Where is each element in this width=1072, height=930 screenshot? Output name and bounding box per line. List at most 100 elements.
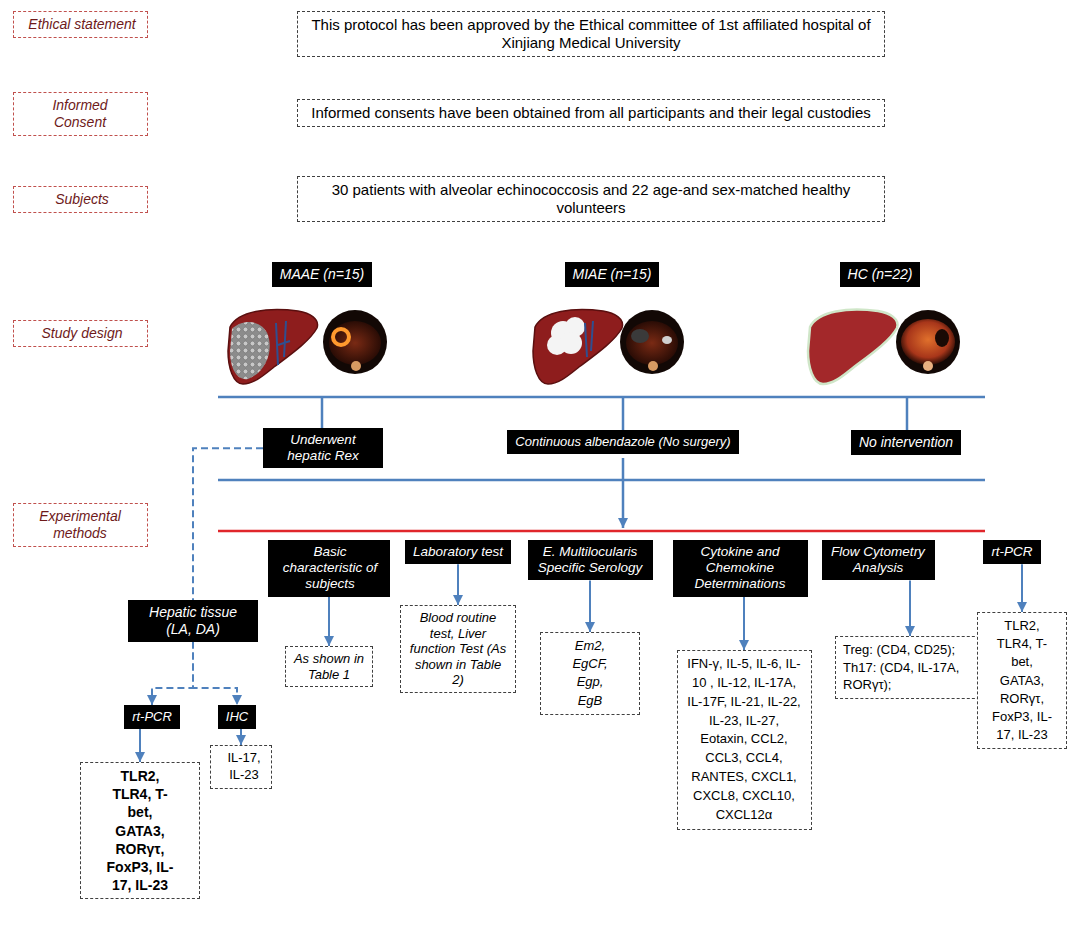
intervention-box: Continuous albendazole (No surgery) [507, 430, 738, 454]
method-box: E. Multilocularis Specific Serology [528, 540, 653, 580]
group-line [218, 396, 985, 399]
connector [589, 580, 591, 632]
scan-lesion [333, 329, 349, 345]
connector [328, 597, 330, 646]
detail-box: IFN-γ, IL-5, IL-6, IL-10 , IL-12, IL-17A… [677, 650, 812, 830]
node-text: IL-17, IL-23 [218, 750, 270, 784]
lesion [230, 322, 270, 379]
assay-box: IHC [218, 705, 256, 729]
scan-body [901, 319, 955, 365]
node-text: Informed consents have been obtained fro… [305, 104, 877, 122]
method-arrow [622, 458, 625, 528]
drop-line [622, 397, 625, 430]
intervention-box: No intervention [851, 430, 961, 455]
statement-box: This protocol has been approved by the E… [297, 11, 885, 57]
node-text: Em2, EgCF, Egp, EgB [565, 637, 615, 710]
node-text: Informed Consent [40, 97, 120, 131]
connector [909, 580, 911, 636]
scan-lesion [631, 329, 649, 343]
section-label: Subjects [13, 186, 148, 213]
node-text: TLR2, TLR4, T-bet, GATA3, RORγτ, FoxP3, … [105, 767, 175, 894]
intervention-box: Underwent hepatic Rex [263, 428, 383, 468]
lesion [547, 317, 585, 355]
node-text: E. Multilocularis Specific Serology [536, 544, 645, 576]
scan-spine [923, 361, 933, 371]
liver-miae [533, 310, 623, 384]
scan-disc [896, 310, 960, 374]
node-text: Basic characteristic of subjects [276, 544, 384, 593]
method-box: Cytokine and Chemokine Determinations [673, 540, 808, 597]
node-text: Hepatic tissue (LA, DA) [136, 604, 250, 638]
node-text: TLR2, TLR4, T-bet, GATA3, RORγτ, FoxP3, … [991, 617, 1053, 744]
scan-body [329, 321, 381, 365]
group-line [218, 479, 985, 482]
node-text: IHC [226, 709, 248, 725]
node-text: No intervention [859, 434, 953, 451]
sample-box: Hepatic tissue (LA, DA) [128, 600, 258, 642]
detail-box: As shown in Table 1 [285, 646, 373, 687]
liver-maae [228, 310, 318, 384]
node-text: IFN-γ, IL-5, IL-6, IL-10 , IL-12, IL-17A… [685, 655, 804, 825]
vessel [276, 321, 290, 365]
node-text: Continuous albendazole (No surgery) [515, 434, 730, 450]
scan-hc [896, 310, 960, 374]
detail-box: Blood routine test, Liver function Test … [400, 605, 516, 693]
scan-maae [323, 310, 387, 374]
liver-shape [533, 310, 623, 384]
section-label: Ethical statement [13, 11, 148, 38]
connector [457, 564, 459, 605]
node-text: rt-PCR [132, 709, 172, 725]
connector [240, 729, 242, 745]
methods-line [218, 530, 985, 533]
scan-disc [620, 310, 684, 374]
node-text: 30 patients with alveolar echinococcosis… [305, 181, 877, 217]
node-text: Underwent hepatic Rex [271, 432, 375, 464]
scan-organ [935, 329, 949, 347]
node-text: Laboratory test [413, 544, 503, 560]
detail-box: TLR2, TLR4, T-bet, GATA3, RORγτ, FoxP3, … [977, 612, 1067, 749]
method-box: Laboratory test [405, 540, 511, 564]
connector [139, 729, 141, 762]
connector [1021, 564, 1023, 612]
node-text: Ethical statement [20, 16, 145, 33]
connector [743, 597, 745, 650]
node-text: Subjects [20, 191, 145, 208]
node-text: This protocol has been approved by the E… [305, 16, 877, 52]
drop-line [906, 397, 909, 430]
liver-hc [808, 310, 898, 384]
detail-box: IL-17, IL-23 [210, 745, 272, 789]
node-text: Treg: (CD4, CD25); Th17: (CD4, IL-17A, R… [843, 641, 977, 694]
scan-spine [351, 361, 361, 371]
section-label: Informed Consent [13, 92, 148, 136]
statement-box: Informed consents have been obtained fro… [297, 99, 885, 127]
assay-box: rt-PCR [124, 705, 180, 729]
node-text: As shown in Table 1 [293, 651, 365, 682]
connector [193, 642, 237, 705]
connector [152, 642, 193, 705]
drop-line [321, 397, 324, 428]
node-text: HC (n=22) [848, 266, 913, 283]
detail-box: TLR2, TLR4, T-bet, GATA3, RORγτ, FoxP3, … [80, 762, 200, 899]
section-label: Experimental methods [13, 503, 148, 547]
flow-lines [218, 397, 985, 528]
node-text: MIAE (n=15) [573, 266, 652, 283]
detail-box: Treg: (CD4, CD25); Th17: (CD4, IL-17A, R… [835, 636, 985, 699]
scan-disc [323, 310, 387, 374]
scan-body [626, 321, 678, 365]
node-text: MAAE (n=15) [280, 266, 364, 283]
node-text: rt-PCR [991, 544, 1032, 560]
node-text: Cytokine and Chemokine Determinations [681, 544, 800, 593]
scan-miae [620, 310, 684, 374]
liver-shape [228, 310, 318, 384]
method-box: Flow Cytometry Analysis [822, 540, 935, 580]
node-text: Study design [20, 325, 145, 342]
statement-box: 30 patients with alveolar echinococcosis… [297, 176, 885, 222]
detail-box: Em2, EgCF, Egp, EgB [540, 632, 640, 715]
section-label: Study design [13, 320, 148, 347]
node-text: Flow Cytometry Analysis [830, 544, 927, 576]
vessel [585, 321, 593, 357]
connector [193, 448, 263, 600]
liver-shape [808, 310, 898, 384]
scan-organ [662, 336, 672, 344]
scan-spine [648, 361, 658, 371]
